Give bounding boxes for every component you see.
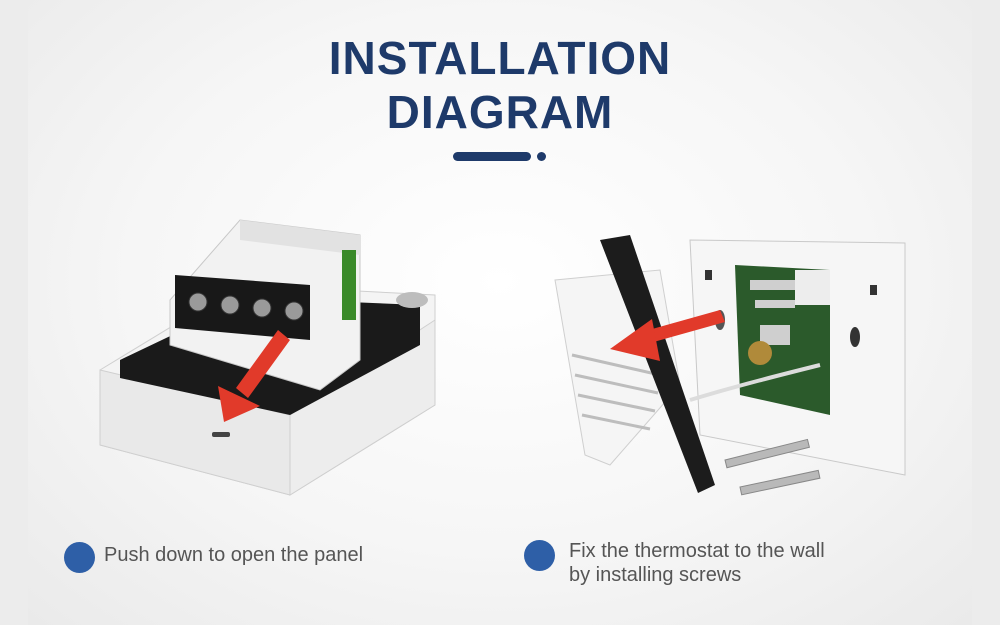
heading-underline-bar — [453, 152, 531, 161]
heading-line-1: INSTALLATION — [328, 32, 672, 84]
bullet-dot-icon — [64, 542, 95, 573]
bullet-dot-icon — [524, 540, 555, 571]
step-2-caption-line-1: Fix the thermostat to the wall — [569, 540, 825, 562]
step-1-caption: Push down to open the panel — [104, 544, 364, 566]
terminal-block-photo — [99, 219, 436, 496]
heading-underline-dot — [537, 152, 546, 161]
red-arrow-icon — [610, 310, 725, 361]
wall-mount-photo — [554, 235, 906, 496]
step-2-caption-line-2: by installing screws — [569, 564, 742, 586]
heading-line-2: DIAGRAM — [386, 86, 614, 138]
red-arrow-icon — [218, 330, 290, 422]
